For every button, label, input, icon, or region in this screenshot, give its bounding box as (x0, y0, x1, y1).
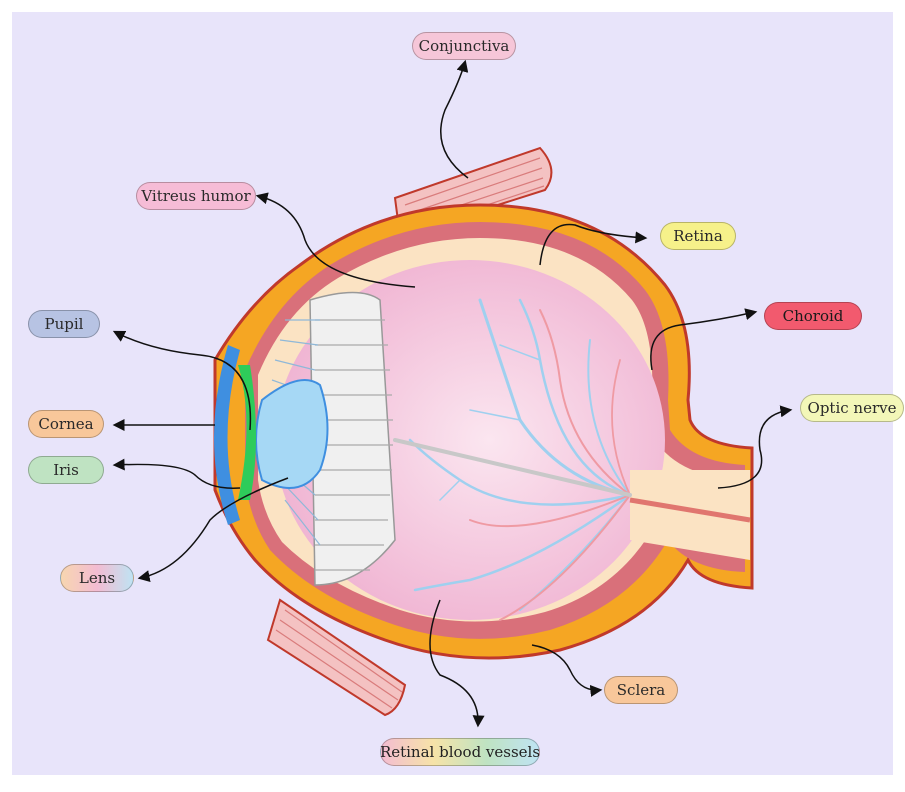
label-choroid: Choroid (764, 302, 862, 330)
label-iris: Iris (28, 456, 104, 484)
label-lens: Lens (60, 564, 134, 592)
label-retina: Retina (660, 222, 736, 250)
label-pupil: Pupil (28, 310, 100, 338)
label-cornea: Cornea (28, 410, 104, 438)
label-conjunctiva: Conjunctiva (412, 32, 516, 60)
lens (256, 380, 328, 488)
label-sclera: Sclera (604, 676, 678, 704)
label-retinal-blood-vessels: Retinal blood vessels (380, 738, 540, 766)
label-vitreous-humor: Vitreus humor (136, 182, 256, 210)
label-optic-nerve: Optic nerve (800, 394, 904, 422)
